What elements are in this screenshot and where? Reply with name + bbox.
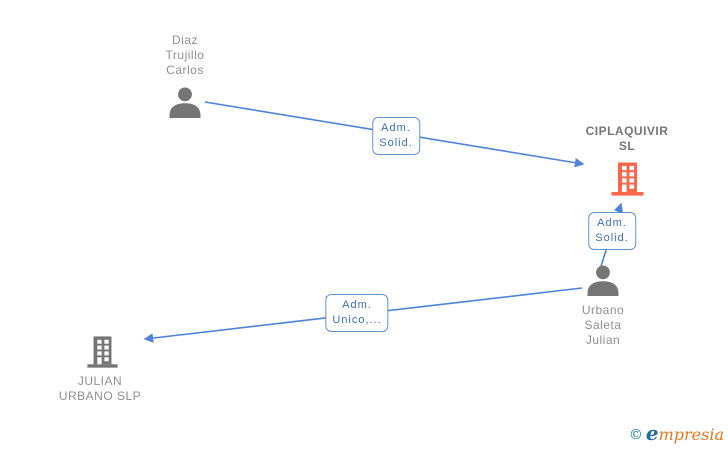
- building-icon[interactable]: [610, 161, 645, 197]
- node-label: Urbano Saleta Julian: [581, 303, 625, 347]
- person-icon[interactable]: [586, 265, 620, 297]
- person-icon[interactable]: [168, 87, 202, 119]
- edge-label-adm-solid-1[interactable]: Adm. Solid.: [372, 117, 420, 155]
- edge-label-adm-solid-2[interactable]: Adm. Solid.: [588, 212, 636, 250]
- brand-letter-e: e: [645, 421, 659, 445]
- edge-label-adm-unico[interactable]: Adm. Unico,...: [325, 294, 389, 332]
- node-julian-urbano-slp[interactable]: JULIAN URBANO SLP: [20, 374, 180, 404]
- node-urbano-saleta-julian[interactable]: Urbano Saleta Julian: [543, 303, 663, 348]
- node-label: CIPLAQUIVIR SL: [585, 124, 669, 153]
- building-icon[interactable]: [86, 335, 119, 369]
- node-label: Diaz Trujillo Carlos: [165, 33, 205, 77]
- copyright-symbol: ©: [628, 427, 643, 443]
- empresia-logo: ©empresia: [629, 421, 724, 445]
- node-label: JULIAN URBANO SLP: [58, 374, 142, 403]
- node-ciplaquivir-sl[interactable]: CIPLAQUIVIR SL: [557, 124, 697, 154]
- node-diaz-trujillo-carlos[interactable]: Diaz Trujillo Carlos: [115, 33, 255, 78]
- brand-text: mpresia: [658, 425, 724, 444]
